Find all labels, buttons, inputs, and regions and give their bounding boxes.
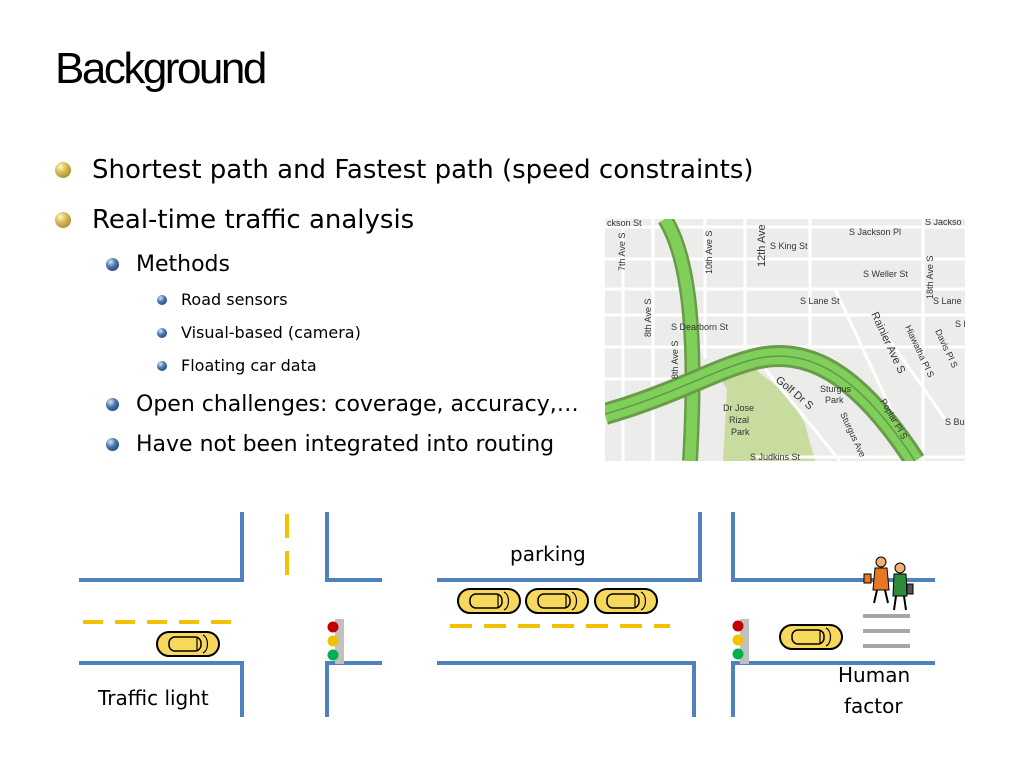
bullet-text: Methods [136,252,230,277]
svg-text:10th Ave S: 10th Ave S [704,231,714,274]
method-item-visual-based: Visual-based (camera) [157,323,361,342]
pedestrians-icon [863,556,914,611]
car-icon [457,588,521,614]
method-item-floating-car: Floating car data [157,356,317,375]
car-icon [156,631,220,657]
svg-text:S Weller St: S Weller St [863,269,908,279]
sub-bullet-open-challenges: Open challenges: coverage, accuracy,… [106,392,579,417]
lane-markings [83,514,670,628]
crosswalk [863,614,910,648]
human-factor-label-line1: Human [838,663,911,687]
svg-text:S Lane St: S Lane St [800,296,840,306]
bullet-text: Floating car data [181,356,317,375]
bullet-text: Open challenges: coverage, accuracy,… [136,392,579,417]
svg-text:S Bush: S Bush [945,417,965,427]
sub-bullet-not-integrated: Have not been integrated into routing [106,432,554,457]
svg-text:S D: S D [955,319,965,329]
bullet-icon [106,258,119,271]
svg-text:S Jackson Pl: S Jackson Pl [849,227,901,237]
svg-text:ckson St: ckson St [607,219,642,228]
bullet-text: Road sensors [181,290,288,309]
traffic-light-icon [732,619,749,664]
traffic-diagram [79,512,935,717]
human-factor-label-line2: factor [844,694,903,718]
car-icon [779,624,843,650]
svg-text:S Jackso: S Jackso [925,219,962,227]
bullet-icon [157,294,167,305]
traffic-light-label: Traffic light [98,686,209,710]
svg-text:S King St: S King St [770,241,808,251]
bullet-icon [106,398,119,411]
bullet-shortest-path: Shortest path and Fastest path (speed co… [55,155,754,185]
bullet-text: Visual-based (camera) [181,323,361,342]
traffic-map: ckson St S Jackson Pl S Jackso S King St… [605,219,965,461]
svg-text:Park: Park [731,427,750,437]
bullet-text: Shortest path and Fastest path (speed co… [92,155,754,185]
bullet-real-time-traffic: Real-time traffic analysis [55,205,414,235]
road-edges [79,512,935,717]
bullet-icon [157,360,167,371]
bullet-icon [55,162,71,178]
method-item-road-sensors: Road sensors [157,290,288,309]
svg-text:Rizal: Rizal [729,415,749,425]
sub-bullet-methods: Methods [106,252,230,277]
svg-text:S Judkins St: S Judkins St [750,452,801,461]
svg-text:8th Ave S: 8th Ave S [670,341,680,379]
svg-text:Dr Jose: Dr Jose [723,403,754,413]
highway [605,219,925,461]
svg-text:Sturgus: Sturgus [820,384,852,394]
park-area [717,369,815,461]
svg-text:Park: Park [825,395,844,405]
bullet-icon [157,327,167,338]
bullet-text: Real-time traffic analysis [92,205,415,235]
slide-title: Background [55,44,267,93]
traffic-light-icon [327,619,344,664]
svg-text:8th Ave S: 8th Ave S [643,299,653,337]
bullet-icon [55,212,71,228]
svg-text:12th Ave: 12th Ave [756,224,768,267]
car-icon [594,588,658,614]
parking-label: parking [510,542,586,566]
bullet-text: Have not been integrated into routing [136,432,555,457]
svg-text:7th Ave S: 7th Ave S [617,233,627,271]
svg-text:18th Ave S: 18th Ave S [925,256,935,299]
car-icon [525,588,589,614]
svg-text:S Dearborn St: S Dearborn St [671,322,729,332]
bullet-icon [106,438,119,451]
svg-text:S Lane: S Lane [933,296,962,306]
